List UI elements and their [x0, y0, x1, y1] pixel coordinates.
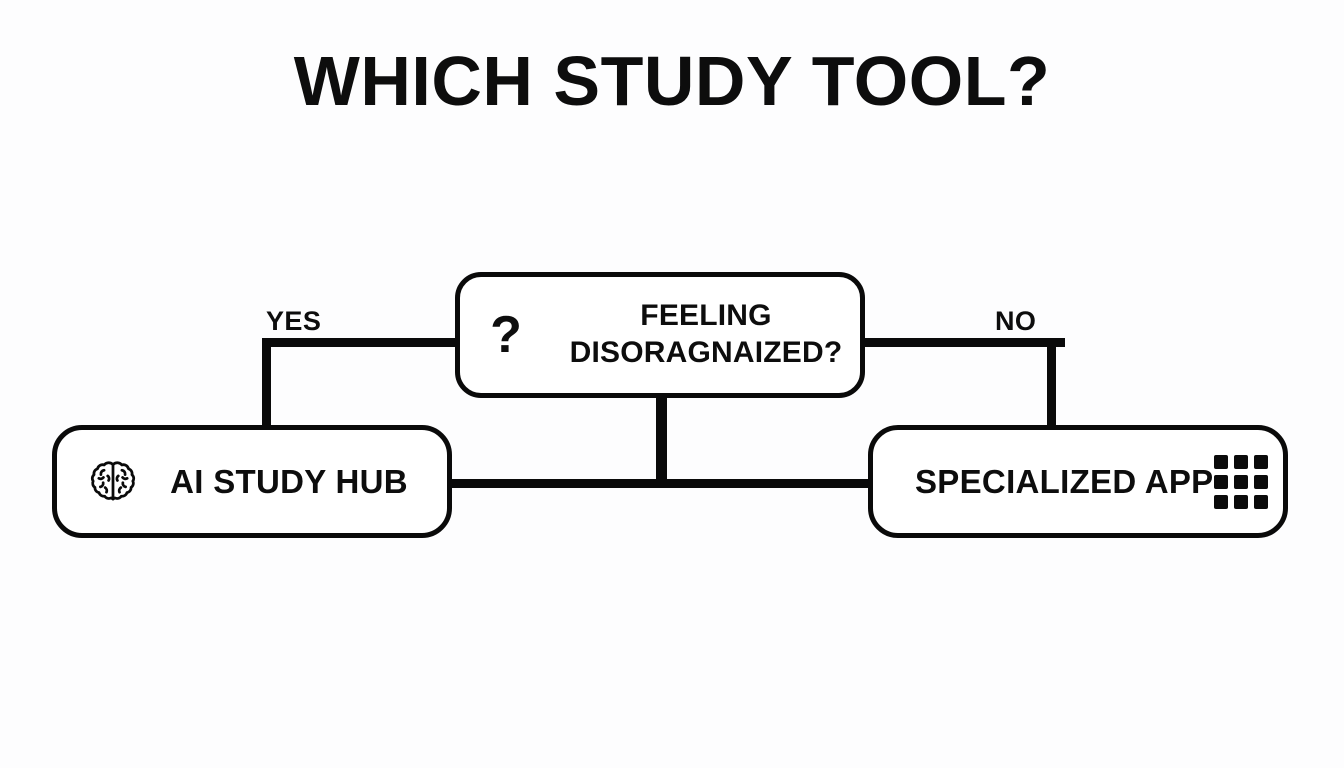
branch-label-no: NO	[995, 306, 1037, 336]
connector-horizontal-trunk	[447, 479, 873, 488]
outcome-label-specialized-app: SPECIALIZED APP	[915, 462, 1214, 500]
branch-label-yes: YES	[266, 306, 322, 336]
grid-apps-icon	[1213, 454, 1268, 509]
decision-node[interactable]: ? FEELING DISORAGNAIZED?	[455, 272, 865, 398]
connector-no-vertical	[1047, 338, 1056, 434]
decision-node-text: FEELING DISORAGNAIZED?	[552, 298, 860, 371]
connector-no-horizontal	[858, 338, 1065, 347]
brain-icon	[90, 460, 136, 500]
outcome-node-specialized-app[interactable]: SPECIALIZED APP	[868, 425, 1288, 538]
decision-text-line-1: FEELING	[640, 299, 772, 333]
connector-decision-stem	[656, 392, 667, 488]
decision-text-line-2: DISORAGNAIZED?	[569, 336, 843, 369]
outcome-node-ai-study-hub[interactable]: AI STUDY HUB	[52, 425, 452, 538]
question-mark-icon: ?	[490, 306, 522, 364]
outcome-label-ai-study-hub: AI STUDY HUB	[170, 462, 408, 500]
connector-yes-vertical	[262, 338, 271, 434]
page-title: WHICH STUDY TOOL?	[293, 42, 1051, 120]
connector-yes-horizontal	[262, 338, 462, 347]
